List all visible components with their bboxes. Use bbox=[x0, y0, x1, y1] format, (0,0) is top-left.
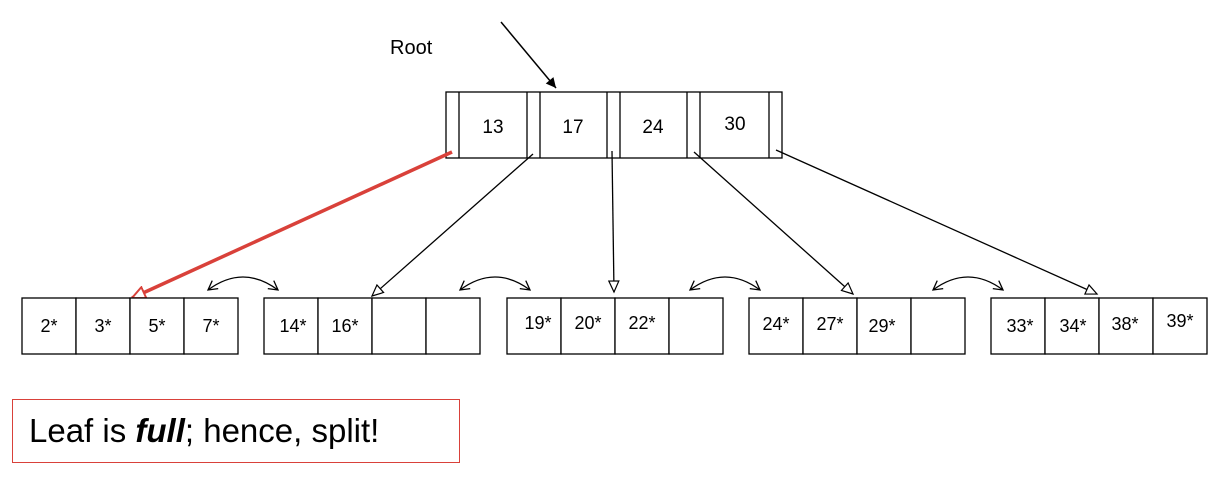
leaf-entry: 29* bbox=[868, 316, 895, 336]
child-pointer bbox=[370, 153, 534, 297]
root-pointer-arrow bbox=[500, 21, 557, 89]
leaf-entry: 19* bbox=[524, 313, 551, 333]
leaf-entry: 20* bbox=[574, 313, 601, 333]
leaf-cell bbox=[1044, 297, 1100, 355]
leaf-entry: 34* bbox=[1059, 316, 1086, 336]
leaf-cell bbox=[802, 297, 858, 355]
leaf-cell bbox=[21, 297, 77, 355]
leaf-cell bbox=[560, 297, 616, 355]
sibling-link-arrow bbox=[688, 276, 762, 291]
leaf-cell bbox=[506, 297, 562, 355]
leaf-cell bbox=[1152, 297, 1208, 355]
leaf-cell bbox=[425, 297, 481, 355]
callout-emphasis: full bbox=[135, 412, 185, 449]
leaf-entry: 16* bbox=[331, 316, 358, 336]
child-pointer bbox=[693, 151, 855, 295]
leaf-node: 14* 16* bbox=[263, 297, 481, 355]
root-key: 30 bbox=[724, 114, 745, 135]
leaf-node: 19* 20* 22* bbox=[506, 297, 724, 355]
leaf-entry: 38* bbox=[1111, 314, 1138, 334]
root-label: Root bbox=[390, 37, 433, 59]
leaf-cell bbox=[1098, 297, 1154, 355]
leaf-entry: 2* bbox=[40, 316, 57, 336]
root-key: 13 bbox=[482, 117, 503, 138]
split-callout: Leaf is full; hence, split! bbox=[12, 399, 460, 463]
root-key: 17 bbox=[562, 117, 583, 138]
leaf-cell bbox=[910, 297, 966, 355]
leaf-entry: 22* bbox=[628, 313, 655, 333]
leaf-cell bbox=[129, 297, 185, 355]
leaf-node: 33* 34* 38* 39* bbox=[990, 297, 1208, 355]
leaf-entry: 39* bbox=[1166, 311, 1193, 331]
leaf-cell bbox=[317, 297, 373, 355]
leaf-cell bbox=[668, 297, 724, 355]
leaf-entry: 7* bbox=[202, 316, 219, 336]
leaf-cell bbox=[371, 297, 427, 355]
leaf-entry: 14* bbox=[279, 316, 306, 336]
leaf-entry: 24* bbox=[762, 314, 789, 334]
child-pointer bbox=[607, 150, 620, 294]
root-node-box bbox=[445, 91, 783, 159]
leaf-node: 24* 27* 29* bbox=[748, 297, 966, 355]
sibling-link-arrow bbox=[206, 276, 280, 291]
leaf-entry: 5* bbox=[148, 316, 165, 336]
leaf-cell bbox=[183, 297, 239, 355]
sibling-link-arrow bbox=[931, 276, 1005, 291]
leaf-entry: 27* bbox=[816, 314, 843, 334]
leaf-cell bbox=[75, 297, 131, 355]
leaf-cell bbox=[748, 297, 804, 355]
leaf-node: 2* 3* 5* 7* bbox=[21, 297, 239, 355]
callout-prefix: Leaf is bbox=[29, 412, 136, 449]
leaf-cell bbox=[856, 297, 912, 355]
sibling-link-arrow bbox=[458, 276, 532, 291]
root-key: 24 bbox=[642, 117, 664, 138]
root-node: 13 17 24 30 bbox=[445, 91, 783, 159]
callout-suffix: ; hence, split! bbox=[184, 412, 380, 449]
leaf-entry: 3* bbox=[94, 316, 111, 336]
leaf-entry: 33* bbox=[1006, 316, 1033, 336]
child-pointer-highlight bbox=[132, 150, 453, 300]
child-pointer bbox=[775, 149, 1099, 295]
